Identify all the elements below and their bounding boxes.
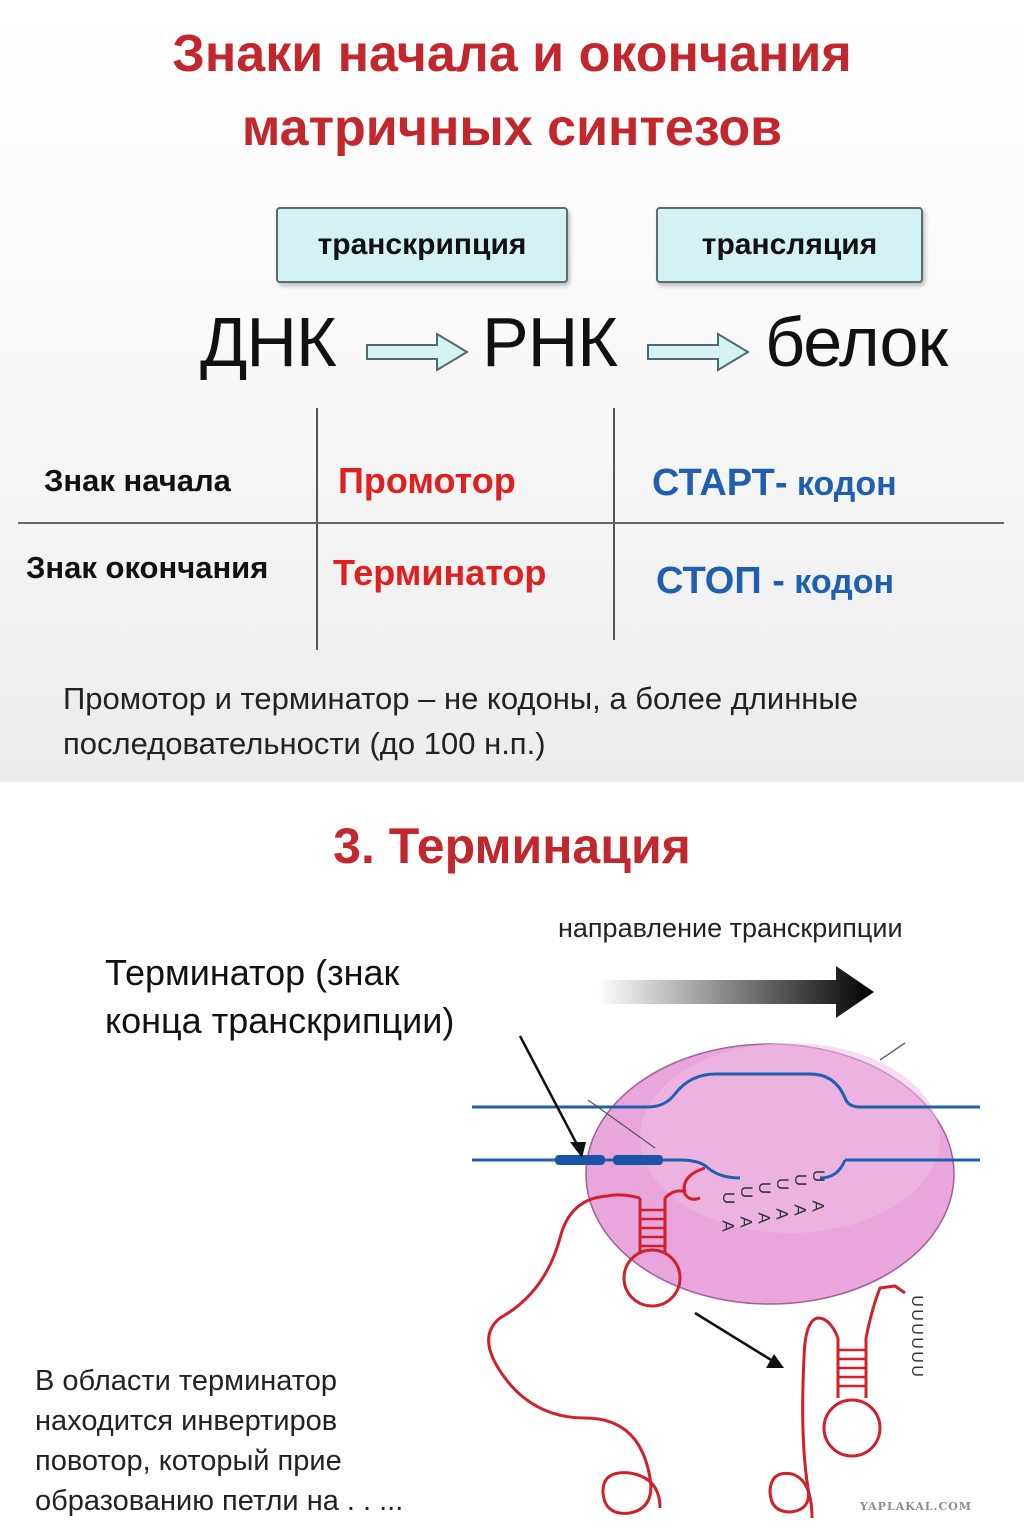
stop-codon-main: СТОП - xyxy=(656,560,785,602)
slide1-title-line1: Знаки начала и окончания xyxy=(172,25,852,83)
table-divider-1 xyxy=(316,408,318,650)
dna-a-3: A xyxy=(754,1212,774,1224)
released-u-column: U U U U U U xyxy=(906,1292,936,1382)
row-label-start: Знак начала xyxy=(44,463,231,498)
released-u-2: U xyxy=(907,1309,925,1321)
dna-label: ДНК xyxy=(200,303,337,381)
dna-a-5: A xyxy=(790,1204,810,1216)
rna-u-5: U xyxy=(791,1173,811,1187)
rna-label: РНК xyxy=(482,303,618,381)
terminator-pointer-arrow xyxy=(518,1035,584,1155)
terminator-caption-line2: конца транскрипции) xyxy=(105,1000,455,1041)
rna-u-6: U xyxy=(809,1169,829,1183)
slide-termination: 3. Терминация направление транскрипции Т… xyxy=(0,798,1024,1536)
released-u-3: U xyxy=(907,1323,925,1335)
released-hairpin-loop xyxy=(822,1398,882,1458)
start-codon-cell: СТАРТ- кодон xyxy=(652,462,897,505)
note-line1: Промотор и терминатор – не кодоны, а бол… xyxy=(63,681,858,716)
dna-a-4: A xyxy=(772,1208,792,1220)
stop-codon-cell: СТОП - кодон xyxy=(656,560,894,603)
bottom-note-line2: находится инвертиров xyxy=(35,1405,338,1437)
start-codon-suffix: кодон xyxy=(787,465,897,503)
rna-hairpin-loop xyxy=(622,1248,682,1308)
row-label-end: Знак окончания xyxy=(26,550,269,585)
promoter-cell: Промотор xyxy=(338,460,516,501)
rna-u-4: U xyxy=(773,1177,793,1191)
terminator-caption-line1: Терминатор (знак xyxy=(105,952,400,993)
released-u-1: U xyxy=(907,1295,925,1307)
dna-a-2: A xyxy=(736,1216,756,1228)
released-rna-tail xyxy=(768,1316,840,1519)
slide1-title-line2: матричных синтезов xyxy=(241,99,783,157)
released-u-6: U xyxy=(907,1365,925,1377)
bottom-note-line3: повотор, который прие xyxy=(35,1445,342,1477)
protein-label: белок xyxy=(765,303,948,381)
watermark: YAPLAKAL.COM xyxy=(860,1500,972,1513)
translation-box: трансляция xyxy=(656,207,923,283)
dna-a-6: A xyxy=(808,1200,828,1212)
terminator-segment-2 xyxy=(613,1155,663,1165)
terminator-cell: Терминатор xyxy=(333,552,547,593)
slide-start-stop-signs: Знаки начала и окончания матричных синте… xyxy=(0,0,1024,782)
arrow-rna-to-protein-icon xyxy=(647,332,750,372)
terminator-segment-1 xyxy=(555,1155,605,1165)
dna-a-1: A xyxy=(718,1220,738,1232)
slide2-title: 3. Терминация xyxy=(333,818,691,874)
note-line2: последовательности (до 100 н.п.) xyxy=(63,726,546,761)
arrow-dna-to-rna-icon xyxy=(366,332,469,372)
table-divider-2 xyxy=(613,408,615,640)
direction-arrow-icon xyxy=(598,966,874,1018)
rna-u-1: U xyxy=(719,1191,739,1205)
termination-diagram xyxy=(472,1035,980,1519)
rna-u-2: U xyxy=(737,1185,757,1199)
released-u-4: U xyxy=(907,1337,925,1349)
start-codon-main: СТАРТ- xyxy=(652,462,788,504)
rna-u-3: U xyxy=(755,1181,775,1195)
bottom-note-line4: образованию петли на . . ... xyxy=(35,1485,404,1517)
dna-template-strand xyxy=(472,1072,980,1109)
released-u-5: U xyxy=(907,1351,925,1363)
direction-label: направление транскрипции xyxy=(558,913,903,943)
table-row-divider xyxy=(18,522,1004,524)
release-arrow xyxy=(694,1311,777,1365)
dna-a-row: A A A A A A xyxy=(719,1200,842,1246)
stop-codon-suffix: кодон xyxy=(784,563,895,601)
bottom-note-line1: В области терминатор xyxy=(35,1365,337,1397)
transcription-box: транскрипция xyxy=(276,207,568,283)
rna-tail xyxy=(487,1194,662,1515)
